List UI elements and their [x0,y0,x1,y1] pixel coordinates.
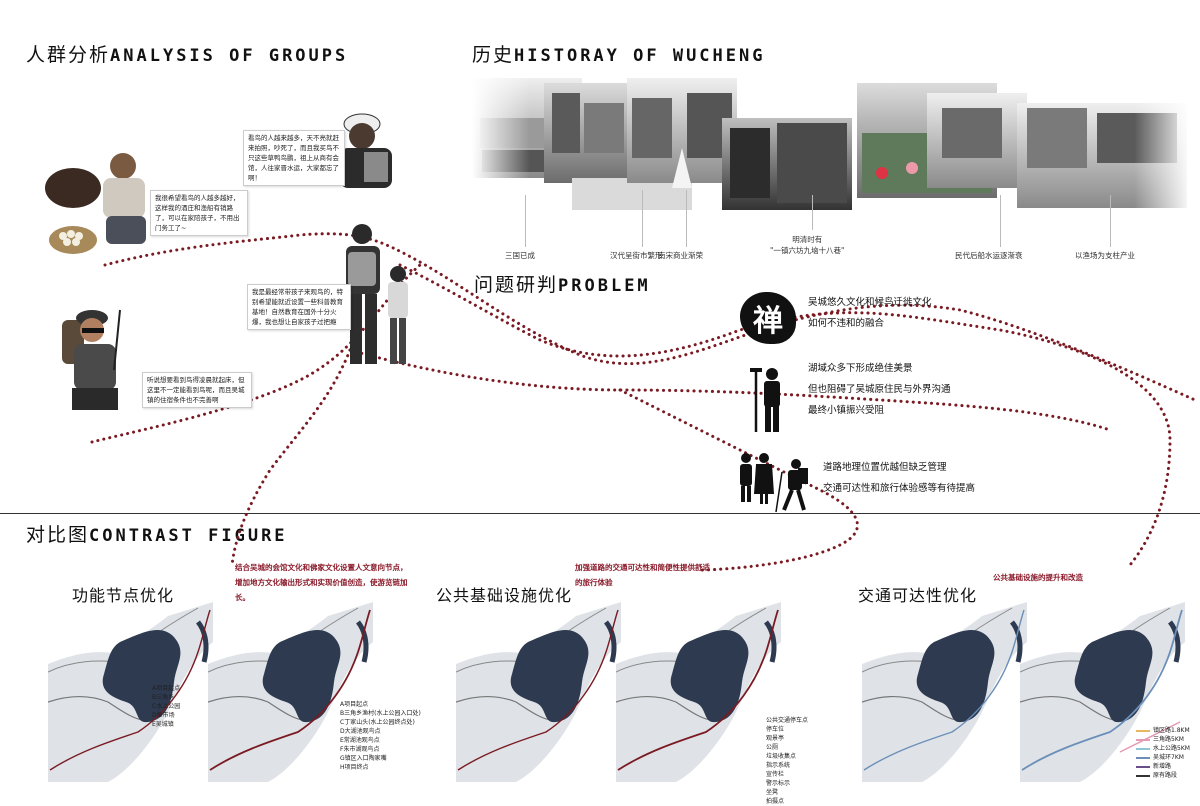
section-title-cn: 问题研判 [474,274,559,296]
route-legend-item: 水上公路5KM [1136,744,1190,753]
problem-line: 最终小镇振兴受阻 [808,405,885,416]
problem-line: 吴城悠久文化和候鸟迁徙文化 [808,297,932,308]
timeline-tick [686,190,687,247]
timeline-tick [812,195,813,230]
annotation-note: 加强道路的交通可达性和简便性提供舒适的旅行体验 [575,563,710,587]
annotation-note: 公共基础设施的提升和改造 [993,573,1083,582]
section-title-en: PROBLEM [558,276,651,296]
route-legend-item: 原有路段 [1136,771,1190,780]
problem-text: 湖域众多下形成绝佳美景 但也阻碍了吴城原住民与外界沟通 最终小镇振兴受阻 [808,358,951,421]
zen-calligraphy-icon: 禅 [740,292,796,344]
route-legend-item: 新增路 [1136,762,1190,771]
section-title-en: ANALYSIS OF GROUPS [110,46,349,66]
annotation-note: 结合吴城的会馆文化和佛家文化设置人文意向节点，增加地方文化输出形式和实现价值创造… [235,563,408,602]
section-title-problem: 问题研判PROBLEM [474,270,651,297]
problem-text: 道路地理位置优越但缺乏管理 交通可达性和旅行体验感等有待提高 [823,457,975,499]
history-caption: 南宋商业渐荣 [658,251,703,260]
map-panel [208,602,373,782]
section-title-cn: 对比图 [26,524,90,546]
map-title: 公共基础设施优化 [436,586,573,605]
section-title-en: HISTORAY OF WUCHENG [514,46,766,66]
timeline-tick [1110,195,1111,247]
route-label: 镇区路1.8KM [1153,727,1190,734]
route-label: 原有路段 [1153,772,1178,779]
section-title-contrast: 对比图CONTRAST FIGURE [26,520,288,547]
history-caption: 明清时有 "一镇六坊九垴十八巷" [770,235,845,255]
route-legend-item: 三角路5KM [1136,735,1190,744]
map-panel [862,602,1027,782]
route-label: 新增路 [1153,763,1172,770]
route-label: 吴城环7KM [1153,754,1184,761]
timeline-tick [525,195,526,247]
travelers-icon [740,453,808,513]
problem-line: 湖域众多下形成绝佳美景 [808,363,913,374]
quote-bubble: 我很希望看鸟的人越多越好，这样我的酒庄和渔船有销路了，可以在家陪孩子，不用出门务… [150,190,248,236]
section-title-history: 历史HISTORAY OF WUCHENG [472,40,765,67]
elderly-man-figure [340,113,392,188]
route-swatch [1136,747,1150,750]
route-swatch [1136,765,1150,768]
timeline-tick [642,190,643,247]
fisherman-rake-icon [750,368,780,432]
zen-character: 禅 [753,304,783,339]
section-divider [0,513,1200,514]
map-panel [616,602,781,782]
problem-text: 吴城悠久文化和候鸟迁徙文化 如何不违和的融合 [808,292,932,334]
section-title-groups: 人群分析ANALYSIS OF GROUPS [26,40,348,67]
problem-line: 道路地理位置优越但缺乏管理 [823,462,947,473]
history-caption: 三国已成 [505,251,535,260]
map-legend: A项目起点 B三角乡渔村(水上公园入口处) C丁家山头(水上公园终点处) D大湖… [340,701,421,771]
problem-line: 如何不违和的融合 [808,318,885,329]
history-caption: 汉代呈街市繁形 [610,251,663,260]
quote-bubble: 听说想要看到鸟得凌晨就起床，但这里不一定能看到鸟呢，而且吴城镇的住宿条件也不完善… [142,372,252,408]
backpacker-figure [62,309,121,410]
map-legend: 公共交通停车点 停车位 观景亭 公厕 垃圾收集点 指示系统 宣传栏 警示标示 坐… [766,717,809,805]
history-photo-collage [472,78,1192,210]
route-label: 三角路5KM [1153,736,1184,743]
map-panel [48,602,213,782]
section-title-cn: 历史 [472,44,515,66]
route-legend: 镇区路1.8KM 三角路5KM 水上公路5KM 吴城环7KM 新增路原有路段 [1136,726,1190,780]
map-title: 功能节点优化 [72,586,175,605]
map-title: 交通可达性优化 [858,586,978,605]
history-caption: 民代后船水运逐渐衰 [955,251,1023,260]
section-title-cn: 人群分析 [26,44,111,66]
fisherman-figure [45,153,146,254]
problem-line: 但也阻碍了吴城原住民与外界沟通 [808,384,951,395]
parent-child-figure [346,224,408,364]
section-title-en: CONTRAST FIGURE [89,526,288,546]
route-swatch [1136,774,1150,777]
map-panel [1020,602,1185,782]
route-label: 水上公路5KM [1153,745,1190,752]
route-swatch [1136,738,1150,741]
route-swatch [1136,729,1150,732]
timeline-tick [1000,195,1001,247]
route-swatch [1136,756,1150,759]
problem-line: 交通可达性和旅行体验感等有待提高 [823,483,976,494]
quote-bubble: 看鸟的人越来越多，天不亮就赶来拍照，吵死了，而且我买鸟不只这些草鸭鸟鹏，祖上从商… [243,130,345,186]
map-panel [456,602,621,782]
history-caption: 以渔场为支柱产业 [1075,251,1135,260]
route-legend-item: 吴城环7KM [1136,753,1190,762]
route-legend-item: 镇区路1.8KM [1136,726,1190,735]
quote-bubble: 我是最经常带孩子来观鸟的，特别希望能就近设置一些科普教育基地！自然教育在国外十分… [247,284,351,330]
map-legend: A项目起点 B三角乡 C水上公园 D鱼市场 E吴城镇 [152,685,181,728]
